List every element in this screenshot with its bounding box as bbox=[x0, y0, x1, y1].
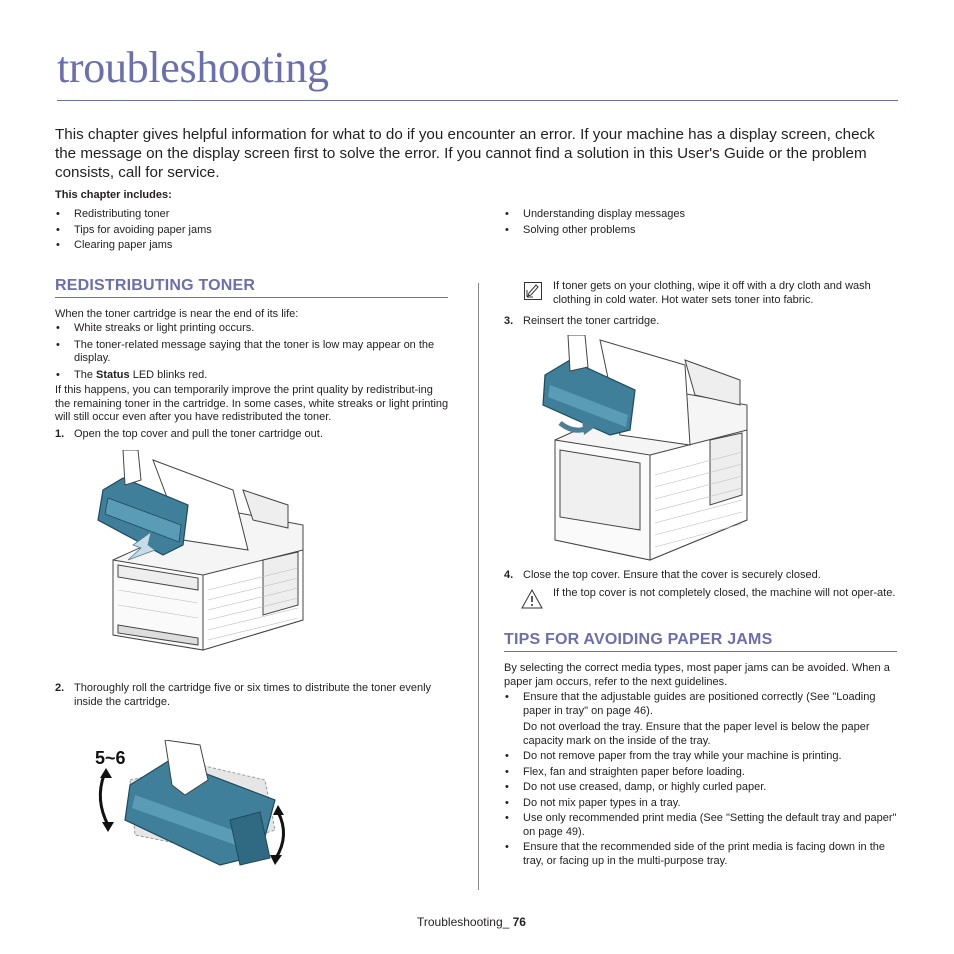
column-divider bbox=[478, 283, 479, 890]
section-heading-redistributing: REDISTRIBUTING TONER bbox=[55, 277, 256, 294]
tips-bullets: Ensure that the adjustable guides are po… bbox=[504, 691, 899, 868]
list-item: Understanding display messages bbox=[504, 208, 804, 222]
list-item: Clearing paper jams bbox=[55, 239, 355, 253]
includes-list-right: Understanding display messages Solving o… bbox=[504, 208, 804, 237]
list-item: Do not mix paper types in a tray. bbox=[504, 797, 899, 811]
section-heading-tips: TIPS FOR AVOIDING PAPER JAMS bbox=[504, 631, 773, 648]
includes-label: This chapter includes: bbox=[55, 189, 172, 201]
step-text: Close the top cover. Ensure that the cov… bbox=[523, 569, 821, 581]
rotate-arrow-left bbox=[98, 774, 110, 826]
redistributing-paragraph: If this happens, you can temporarily imp… bbox=[55, 384, 449, 423]
tips-lead: By selecting the correct media types, mo… bbox=[504, 662, 890, 688]
step-number: 1. bbox=[55, 428, 65, 440]
redistributing-bullets: White streaks or light printing occurs. … bbox=[55, 322, 450, 382]
roll-count-label: 5~6 bbox=[95, 748, 126, 768]
status-led-label: Status bbox=[96, 368, 130, 381]
list-item: Flex, fan and straighten paper before lo… bbox=[504, 766, 899, 780]
step-number: 2. bbox=[55, 682, 65, 694]
includes-list-left: Redistributing toner Tips for avoiding p… bbox=[55, 208, 355, 253]
list-item: Redistributing toner bbox=[55, 208, 355, 222]
list-item: Solving other problems bbox=[504, 224, 804, 238]
step-4: 4. Close the top cover. Ensure that the … bbox=[504, 569, 899, 583]
note-text: If toner gets on your clothing, wipe it … bbox=[553, 280, 871, 306]
section-rule bbox=[55, 297, 448, 298]
printer-reinsert-cartridge-illustration bbox=[542, 335, 748, 561]
list-item: Do not use creased, damp, or highly curl… bbox=[504, 781, 899, 795]
rotate-arrow-right bbox=[274, 811, 285, 859]
page-footer: Troubleshooting_ 76 bbox=[417, 915, 526, 929]
list-item: The Status LED blinks red. bbox=[55, 369, 450, 383]
title-rule bbox=[57, 100, 898, 101]
step-text: Reinsert the toner cartridge. bbox=[523, 315, 660, 327]
list-item: Tips for avoiding paper jams bbox=[55, 224, 355, 238]
list-item: Use only recommended print media (See "S… bbox=[504, 812, 899, 839]
list-item: Do not remove paper from the tray while … bbox=[504, 750, 899, 764]
page-title: troubleshooting bbox=[57, 43, 329, 92]
printer-remove-cartridge-illustration bbox=[97, 450, 304, 651]
note-pencil-icon bbox=[524, 282, 542, 300]
step-1: 1. Open the top cover and pull the toner… bbox=[55, 428, 450, 442]
step-text: Thoroughly roll the cartridge five or si… bbox=[74, 682, 432, 708]
step-number: 3. bbox=[504, 315, 514, 327]
page-number: 76 bbox=[512, 915, 526, 929]
caution-triangle-icon bbox=[521, 589, 543, 609]
step-3: 3. Reinsert the toner cartridge. bbox=[504, 315, 899, 329]
list-item-sub: Do not overload the tray. Ensure that th… bbox=[523, 721, 870, 747]
list-item: The toner-related message saying that th… bbox=[55, 339, 450, 366]
list-item: Ensure that the recommended side of the … bbox=[504, 841, 899, 868]
list-item: Ensure that the adjustable guides are po… bbox=[504, 691, 899, 718]
caution-text: If the top cover is not completely close… bbox=[553, 587, 896, 599]
step-text: Open the top cover and pull the toner ca… bbox=[74, 428, 323, 440]
roll-cartridge-illustration bbox=[98, 740, 285, 866]
intro-paragraph: This chapter gives helpful information f… bbox=[55, 126, 875, 181]
step-number: 4. bbox=[504, 569, 514, 581]
step-2: 2. Thoroughly roll the cartridge five or… bbox=[55, 682, 450, 708]
list-item: White streaks or light printing occurs. bbox=[55, 322, 450, 336]
redistributing-lead: When the toner cartridge is near the end… bbox=[55, 308, 299, 320]
section-rule bbox=[504, 651, 897, 652]
